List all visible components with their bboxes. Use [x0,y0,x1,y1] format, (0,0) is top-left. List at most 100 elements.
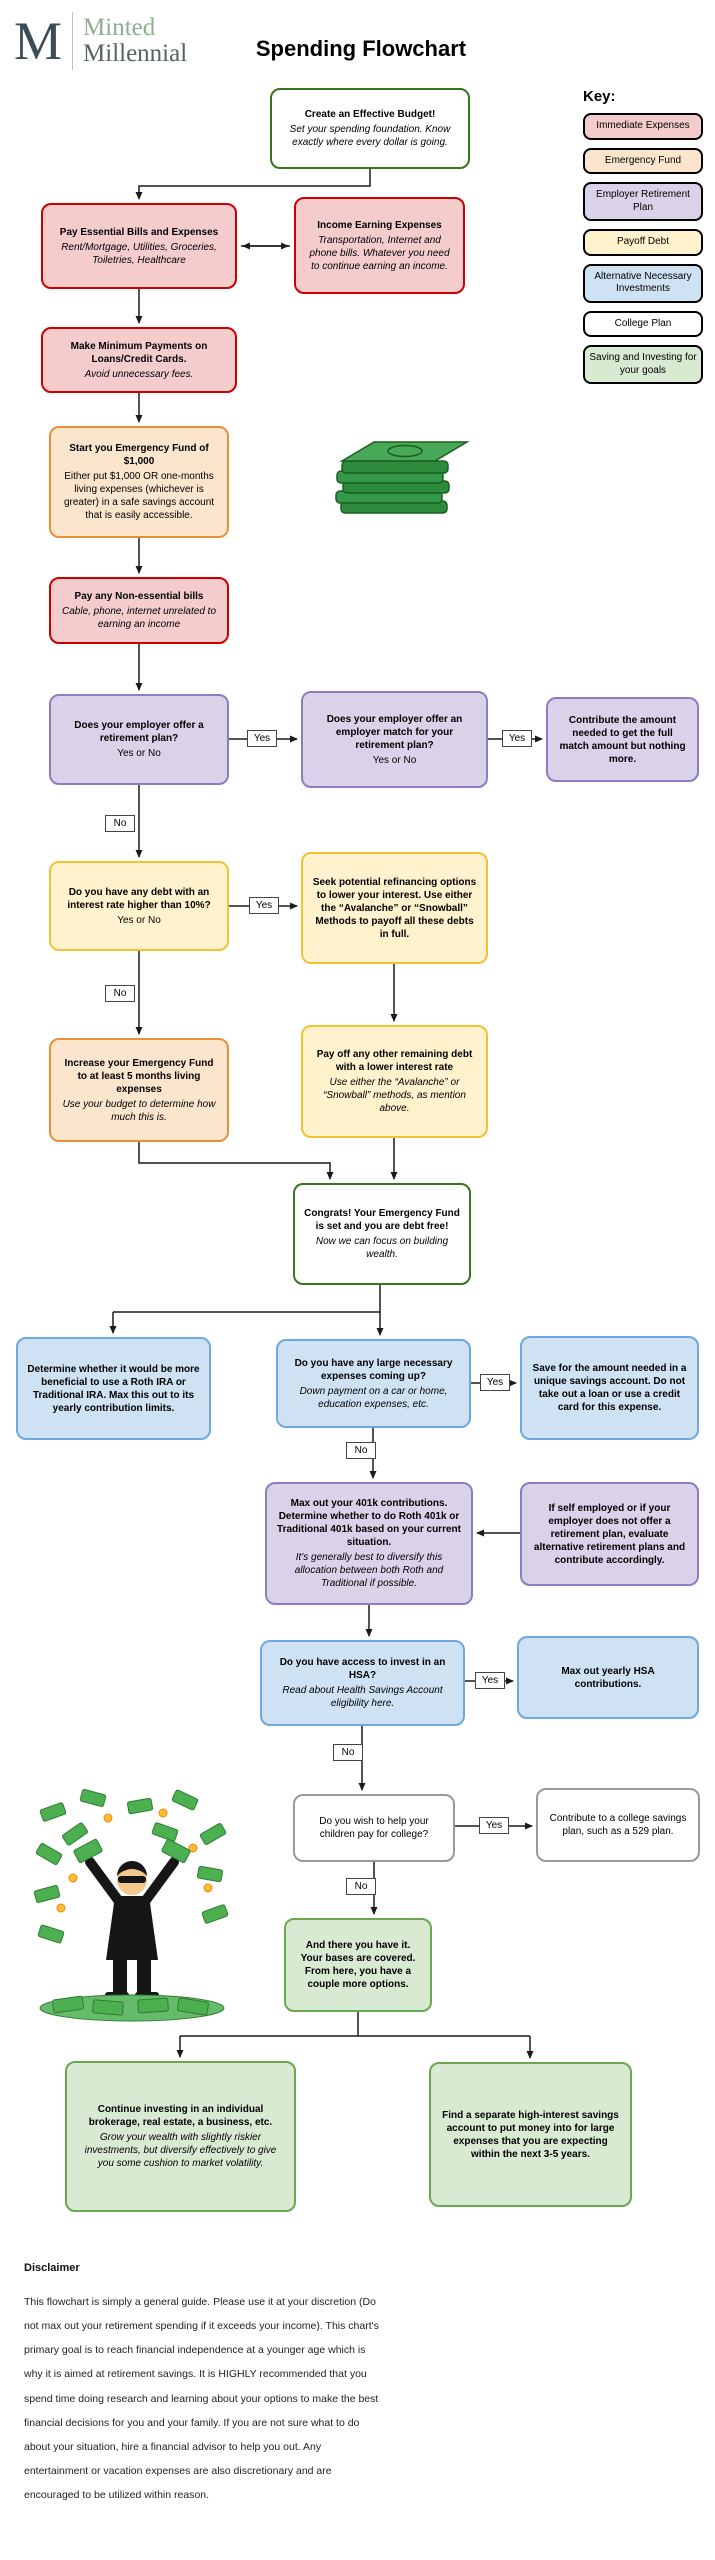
coins [56,1808,213,1913]
node-title: Do you have access to invest in an HSA? [279,1657,446,1681]
node-emergency-fund-5-months: Increase your Emergency Fund to at least… [49,1038,229,1142]
node-save-unique-account: Save for the amount needed in a unique s… [520,1336,699,1440]
node-text: Do you wish to help your children pay fo… [319,1816,429,1840]
edge-label-no: No [346,1878,376,1895]
node-text: Contribute to a college savings plan, su… [549,1813,687,1837]
disclaimer: Disclaimer This flowchart is simply a ge… [24,2262,384,2507]
node-note: Down payment on a car or home, education… [299,1385,448,1410]
edge-label-no: No [105,815,135,832]
node-text: Yes or No [117,748,161,759]
edge-label-yes: Yes [247,730,277,747]
node-note: Transportation, Internet and phone bills… [309,234,450,272]
legend-heading: Key: [583,88,616,105]
arrow-emergency-fund-5-to-congrats [138,1142,334,1180]
node-nonessential-bills: Pay any Non-essential bills Cable, phone… [49,577,229,644]
node-emergency-fund-1000: Start you Emergency Fund of $1,000 Eithe… [49,426,229,538]
disclaimer-body: This flowchart is simply a general guide… [24,2296,379,2502]
person [73,1838,191,2000]
arrow-budget-to-essential [135,169,371,200]
node-contribute-match: Contribute the amount needed to get the … [546,697,699,782]
legend-item-payoff-debt: Payoff Debt [583,229,703,256]
edge-label-no: No [105,985,135,1002]
legend-item-emergency-fund: Emergency Fund [583,147,703,174]
node-income-expenses: Income Earning Expenses Transportation, … [294,197,465,294]
node-title: Make Minimum Payments on Loans/Credit Ca… [70,340,208,365]
edge-label-yes: Yes [479,1817,509,1834]
money-person-illustration [33,1789,229,2022]
node-max-401k: Max out your 401k contributions. Determi… [265,1482,473,1605]
node-roth-vs-traditional-ira: Determine whether it would be more benef… [16,1337,211,1440]
bill-stack [335,441,470,514]
node-title: Does your employer offer a retirement pl… [74,720,204,744]
edge-label-yes: Yes [475,1672,505,1689]
legend-item-saving-investing: Saving and Investing for your goals [583,345,703,384]
node-title: Continue investing in an individual brok… [88,2104,273,2128]
legend-item-immediate-expenses: Immediate Expenses [583,113,703,140]
node-title: Income Earning Expenses [317,219,442,231]
node-title: Does your employer offer an employer mat… [326,713,463,751]
node-title: Pay Essential Bills and Expenses [59,226,219,238]
disclaimer-heading: Disclaimer [24,2262,80,2274]
brand-logo-m: M [14,11,63,71]
node-title: Determine whether it would be more benef… [27,1363,200,1414]
legend: Key: Immediate Expenses Emergency Fund E… [583,88,703,392]
node-congrats-debt-free: Congrats! Your Emergency Fund is set and… [293,1183,471,1285]
node-title: Save for the amount needed in a unique s… [532,1363,687,1413]
node-note: Cable, phone, internet unrelated to earn… [62,606,216,630]
node-title: Do you have any large necessary expenses… [294,1357,453,1382]
node-minimum-payments: Make Minimum Payments on Loans/Credit Ca… [41,327,237,393]
edge-label-yes: Yes [480,1374,510,1391]
node-title: Start you Emergency Fund of $1,000 [69,443,209,467]
node-hsa-question: Do you have access to invest in an HSA? … [260,1640,465,1726]
node-employer-match-question: Does your employer offer an employer mat… [301,691,488,788]
node-title: Max out yearly HSA contributions. [561,1665,655,1690]
node-note: Rent/Mortgage, Utilities, Groceries, Toi… [61,241,217,266]
edge-label-no: No [333,1744,363,1761]
node-title: Create an Effective Budget! [304,109,436,120]
node-note: Grow your wealth with slightly riskier i… [84,2132,277,2169]
node-note: Now we can focus on building wealth. [315,1236,449,1260]
money-pile [39,1994,225,2022]
node-title: Find a separate high-interest savings ac… [442,2109,619,2160]
arrow-done-stem [180,2012,530,2037]
legend-item-employer-retirement-plan: Employer Retirement Plan [583,182,703,221]
money-stack-illustration [335,441,470,514]
node-note: Set your spending foundation. Know exact… [289,124,451,148]
node-note: Avoid unnecessary fees. [84,368,194,380]
node-refinance-debt: Seek potential refinancing options to lo… [301,852,488,964]
brand-wordmark: Minted Millennial [73,13,187,68]
node-note: Read about Health Savings Account eligib… [282,1685,443,1709]
node-self-employed-alternative: If self employed or if your employer doe… [520,1482,699,1586]
node-title: If self employed or if your employer doe… [533,1502,686,1566]
node-text: Either put $1,000 OR one-months living e… [63,471,215,521]
node-create-budget: Create an Effective Budget! Set your spe… [270,88,470,169]
node-title: And there you have it. Your bases are co… [300,1940,416,1990]
page-title: Spending Flowchart [255,36,467,61]
node-title: Increase your Emergency Fund to at least… [64,1057,214,1095]
node-retirement-plan-question: Does your employer offer a retirement pl… [49,694,229,785]
edge-label-yes: Yes [249,897,279,914]
node-bases-covered: And there you have it. Your bases are co… [284,1918,432,2012]
node-note: Use either the “Avalanche” or “Snowball”… [323,1077,466,1114]
node-pay-remaining-debt: Pay off any other remaining debt with a … [301,1025,488,1138]
edge-label-yes: Yes [502,730,532,747]
node-text: Yes or No [372,754,417,766]
node-essential-bills: Pay Essential Bills and Expenses Rent/Mo… [41,203,237,289]
brand-divider [72,12,74,70]
node-note: Use your budget to determine how much th… [62,1098,216,1123]
brand-name-minted: Minted [83,13,156,41]
flying-bills [33,1789,229,1944]
node-note: It's generally best to diversify this al… [294,1552,444,1589]
node-title: Pay off any other remaining debt with a … [316,1049,473,1073]
node-large-expenses-question: Do you have any large necessary expenses… [276,1339,471,1428]
node-college-question: Do you wish to help your children pay fo… [293,1794,455,1862]
brand-logo: M Minted Millennial [14,12,187,70]
legend-item-college-plan: College Plan [583,310,703,337]
node-individual-brokerage: Continue investing in an individual brok… [65,2061,296,2212]
node-title: Seek potential refinancing options to lo… [312,876,477,940]
legend-item-alternative-investments: Alternative Necessary Investments [583,263,703,303]
node-title: Congrats! Your Emergency Fund is set and… [304,1208,460,1232]
node-high-interest-savings: Find a separate high-interest savings ac… [429,2062,632,2207]
node-529-plan: Contribute to a college savings plan, su… [536,1788,700,1862]
